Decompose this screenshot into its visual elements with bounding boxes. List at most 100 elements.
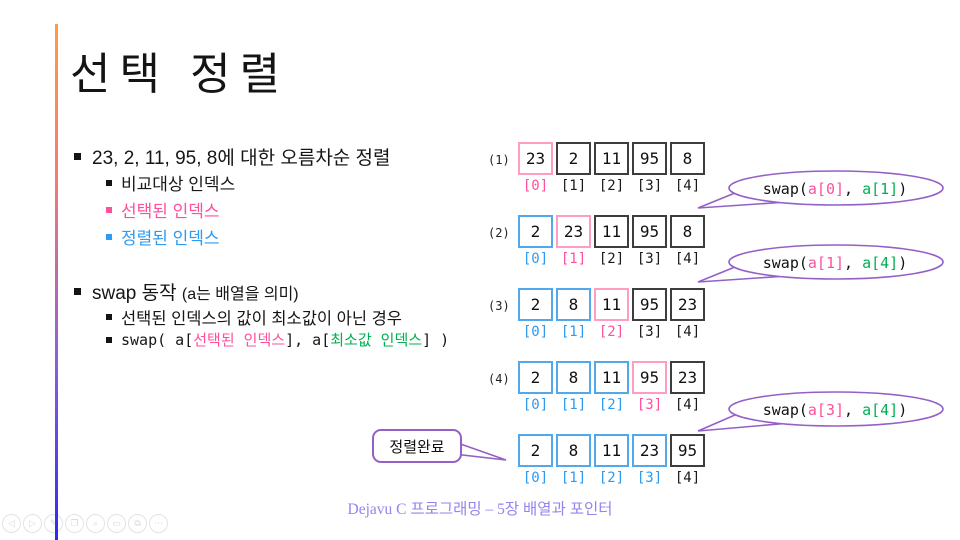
array-cell: 11 [594, 142, 629, 175]
bullet-square-icon [106, 206, 112, 213]
bullet-text: 선택된 인덱스의 값이 최소값이 아닌 경우 [121, 310, 402, 328]
array-cell: 23 [632, 434, 667, 467]
more-icon[interactable]: ⋯ [149, 514, 168, 533]
array-index-label: [1] [560, 251, 587, 267]
array-index-label: [4] [674, 397, 701, 413]
array-cell: 11 [594, 215, 629, 248]
array-index-label: [3] [636, 251, 663, 267]
array-index-label: [2] [598, 324, 625, 340]
array-index-label: [1] [560, 178, 587, 194]
array-cell: 8 [670, 215, 705, 248]
array-row-number: (1) [488, 153, 510, 167]
bullet-square-icon [106, 233, 112, 240]
swap-bubble-1: swap(a[0], a[1]) [690, 164, 952, 222]
swap-bubble-2: swap(a[1], a[4]) [690, 238, 952, 296]
array-index-label: [3] [636, 324, 663, 340]
array-index-label: [2] [598, 251, 625, 267]
array-cell: 8 [556, 434, 591, 467]
array-index-label: [4] [674, 324, 701, 340]
bullet-text: 정렬된 인덱스 [121, 229, 220, 248]
array-row-number: (4) [488, 372, 510, 386]
bullet-compare-index: 비교대상 인덱스 [106, 170, 235, 195]
array-cell: 2 [518, 361, 553, 394]
swap-code-text: swap( a[선택된 인덱스], a[최소값 인덱스] ) [121, 331, 450, 349]
array-cell: 95 [632, 288, 667, 321]
next-slide-icon[interactable]: ▷ [23, 514, 42, 533]
array-index-label: [1] [560, 470, 587, 486]
array-cell: 11 [594, 434, 629, 467]
bullet-text: 비교대상 인덱스 [121, 175, 236, 194]
bullet-swap-code: swap( a[선택된 인덱스], a[최소값 인덱스] ) [106, 329, 449, 350]
bullet-square-icon [106, 179, 112, 186]
swap-call-text: swap(a[3], a[4]) [762, 401, 908, 419]
swap-call-text: swap(a[1], a[4]) [762, 254, 908, 272]
array-cell: 23 [556, 215, 591, 248]
array-index-label: [0] [522, 178, 549, 194]
array-cell: 8 [670, 142, 705, 175]
array-index-label: [4] [674, 470, 701, 486]
array-index-label: [4] [674, 251, 701, 267]
array-index-label: [0] [522, 470, 549, 486]
array-cell: 2 [518, 215, 553, 248]
array-cell: 8 [556, 288, 591, 321]
array-index-label: [2] [598, 470, 625, 486]
screen-icon[interactable]: ▭ [107, 514, 126, 533]
array-cell: 23 [518, 142, 553, 175]
array-cell: 95 [670, 434, 705, 467]
array-row-number: (2) [488, 226, 510, 240]
bullet-text: 23, 2, 11, 95, 8에 대한 오름차순 정렬 [92, 148, 391, 169]
slide-footer: Dejavu C 프로그래밍 – 5장 배열과 포인터 [347, 501, 613, 518]
array-row-number: (3) [488, 299, 510, 313]
array-cell: 95 [632, 361, 667, 394]
bullet-text: swap 동작 (a는 배열을 의미) [92, 283, 299, 304]
bullet-square-icon [74, 288, 81, 295]
bullet-swap-condition: 선택된 인덱스의 값이 최소값이 아닌 경우 [106, 305, 402, 329]
array-index-label: [4] [674, 178, 701, 194]
sort-complete-callout: 정렬완료 [372, 429, 512, 471]
bullet-square-icon [74, 153, 81, 160]
oval-callout-shape [697, 170, 944, 209]
array-cell: 2 [518, 434, 553, 467]
array-index-label: [2] [598, 178, 625, 194]
swap-call-text: swap(a[0], a[1]) [762, 180, 908, 198]
array-cell: 11 [594, 361, 629, 394]
windows-icon[interactable]: ⧉ [128, 514, 147, 533]
presenter-nav-bar: ◁▷✎❐⌕▭⧉⋯ [2, 514, 168, 533]
slide-accent-line [55, 24, 58, 540]
bullet-selected-index: 선택된 인덱스 [106, 197, 220, 222]
array-index-label: [1] [560, 397, 587, 413]
bullet-ascending-sort: 23, 2, 11, 95, 8에 대한 오름차순 정렬 [74, 143, 391, 170]
bullet-text: 선택된 인덱스 [121, 202, 220, 221]
array-index-label: [1] [560, 324, 587, 340]
array-cell: 95 [632, 142, 667, 175]
array-cell: 23 [670, 288, 705, 321]
bullet-swap-behavior: swap 동작 (a는 배열을 의미) [74, 278, 299, 305]
prev-slide-icon[interactable]: ◁ [2, 514, 21, 533]
bullet-square-icon [106, 314, 112, 320]
array-cell: 2 [556, 142, 591, 175]
array-index-label: [3] [636, 470, 663, 486]
array-index-label: [3] [636, 178, 663, 194]
oval-callout-shape [697, 391, 944, 432]
array-index-label: [0] [522, 324, 549, 340]
oval-callout-shape [697, 244, 944, 283]
magnifier-icon[interactable]: ⌕ [86, 514, 105, 533]
sort-complete-label: 정렬완료 [372, 429, 462, 463]
array-cell: 95 [632, 215, 667, 248]
array-cell: 2 [518, 288, 553, 321]
array-index-label: [0] [522, 251, 549, 267]
array-cell: 11 [594, 288, 629, 321]
page-title: 선택 정렬 [70, 50, 290, 99]
bullet-square-icon [106, 336, 112, 343]
bullet-sorted-index: 정렬된 인덱스 [106, 224, 220, 249]
copy-icon[interactable]: ❐ [65, 514, 84, 533]
array-cell: 23 [670, 361, 705, 394]
array-index-label: [3] [636, 397, 663, 413]
array-cell: 8 [556, 361, 591, 394]
pen-icon[interactable]: ✎ [44, 514, 63, 533]
